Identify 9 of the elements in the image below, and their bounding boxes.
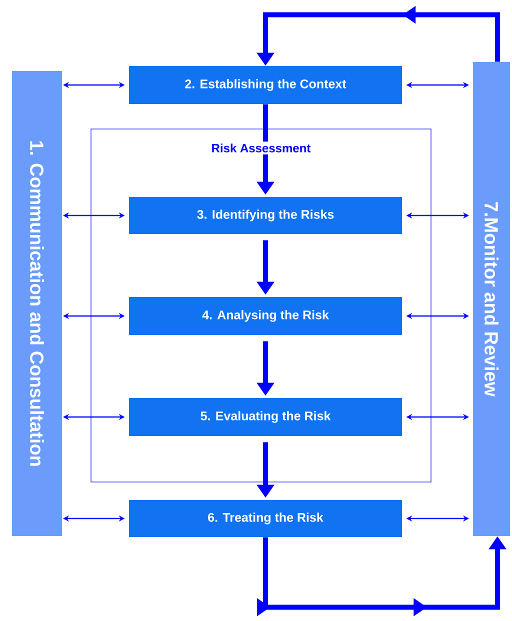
process-box: 6. Treating the Risk (129, 500, 402, 537)
process-box: 5. Evaluating the Risk (129, 398, 402, 436)
process-box: 2. Establishing the Context (129, 66, 402, 104)
process-box: 4. Analysing the Risk (129, 297, 402, 335)
bar-label: 1. Communication and Consultation (30, 141, 44, 466)
bar-label: 7.Monitor and Review (484, 202, 498, 397)
group-heading: Risk Assessment (209, 142, 313, 154)
process-box: 3. Identifying the Risks (129, 197, 402, 234)
group-frame (90, 128, 432, 482)
